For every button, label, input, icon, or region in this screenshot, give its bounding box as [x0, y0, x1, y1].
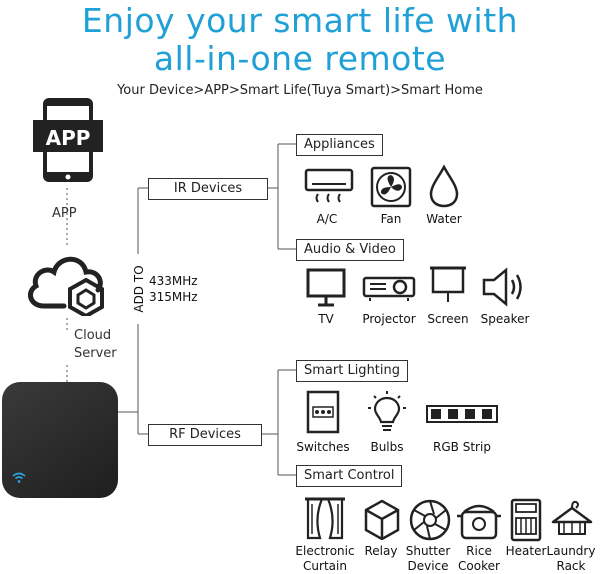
- app-label: APP: [52, 206, 77, 221]
- projector-icon: [362, 276, 416, 301]
- smart-lighting-box: Smart Lighting: [296, 360, 409, 382]
- laundry-rack-label-2: Rack: [556, 559, 586, 573]
- bulbs-label: Bulbs: [370, 440, 404, 454]
- screen-label: Screen: [427, 312, 469, 326]
- switch-icon: [306, 390, 340, 434]
- ir-devices-box: IR Devices: [148, 178, 268, 200]
- rice-cooker-icon: [457, 504, 501, 540]
- shutter-label-1: Shutter: [405, 544, 451, 558]
- tv-icon: [306, 268, 346, 307]
- rf-devices-box: RF Devices: [148, 424, 262, 446]
- heater-icon: [510, 498, 542, 542]
- ir-hub-device: [2, 382, 118, 498]
- appliances-box: Appliances: [296, 134, 383, 156]
- laundry-rack-icon: [551, 500, 593, 535]
- relay-icon: [364, 499, 400, 540]
- rice-cooker-label-2: Cooker: [458, 559, 500, 573]
- switches-label: Switches: [296, 440, 350, 454]
- cloud-icon: [27, 256, 104, 316]
- screen-icon: [430, 266, 466, 302]
- wifi-icon: [12, 472, 26, 483]
- subtitle: Your Device>APP>Smart Life(Tuya Smart)>S…: [117, 83, 483, 98]
- shutter-label-2: Device: [407, 559, 449, 573]
- cloud-label-1: Cloud: [74, 328, 112, 343]
- title-line-2: all-in-one remote: [153, 39, 447, 78]
- frequency-315: 315MHz: [149, 290, 198, 304]
- air-conditioner-icon: [304, 168, 354, 203]
- speaker-icon: [482, 267, 522, 307]
- heater-label: Heater: [505, 544, 547, 558]
- water-icon: [429, 164, 459, 208]
- fan-icon: [370, 166, 412, 208]
- curtain-label-2: Curtain: [303, 559, 347, 573]
- rice-cooker-label-1: Rice: [466, 544, 492, 558]
- app-phone-icon: [33, 98, 103, 182]
- projector-label: Projector: [362, 312, 416, 326]
- tv-label: TV: [318, 312, 334, 326]
- speaker-label: Speaker: [480, 312, 530, 326]
- ac-label: A/C: [316, 212, 338, 226]
- shutter-icon: [409, 499, 451, 541]
- audio-video-box: Audio & Video: [296, 239, 404, 261]
- rgb-strip-icon: [426, 405, 498, 423]
- cloud-label-2: Server: [74, 346, 117, 361]
- curtain-icon: [305, 497, 345, 540]
- rgb-strip-label: RGB Strip: [433, 440, 491, 454]
- curtain-label-1: Electronic: [295, 544, 355, 558]
- app-icon-text: APP: [45, 126, 91, 150]
- bulb-icon: [368, 391, 406, 431]
- smart-control-box: Smart Control: [296, 465, 403, 487]
- water-label: Water: [426, 212, 462, 226]
- add-to-label: ADD TO: [132, 254, 146, 324]
- title-line-1: Enjoy your smart life with: [81, 1, 519, 40]
- fan-label: Fan: [380, 212, 402, 226]
- laundry-rack-label-1: Laundry: [546, 544, 596, 558]
- frequency-433: 433MHz: [149, 274, 198, 288]
- relay-label: Relay: [364, 544, 398, 558]
- add-to-wrap: ADD TO: [128, 250, 148, 330]
